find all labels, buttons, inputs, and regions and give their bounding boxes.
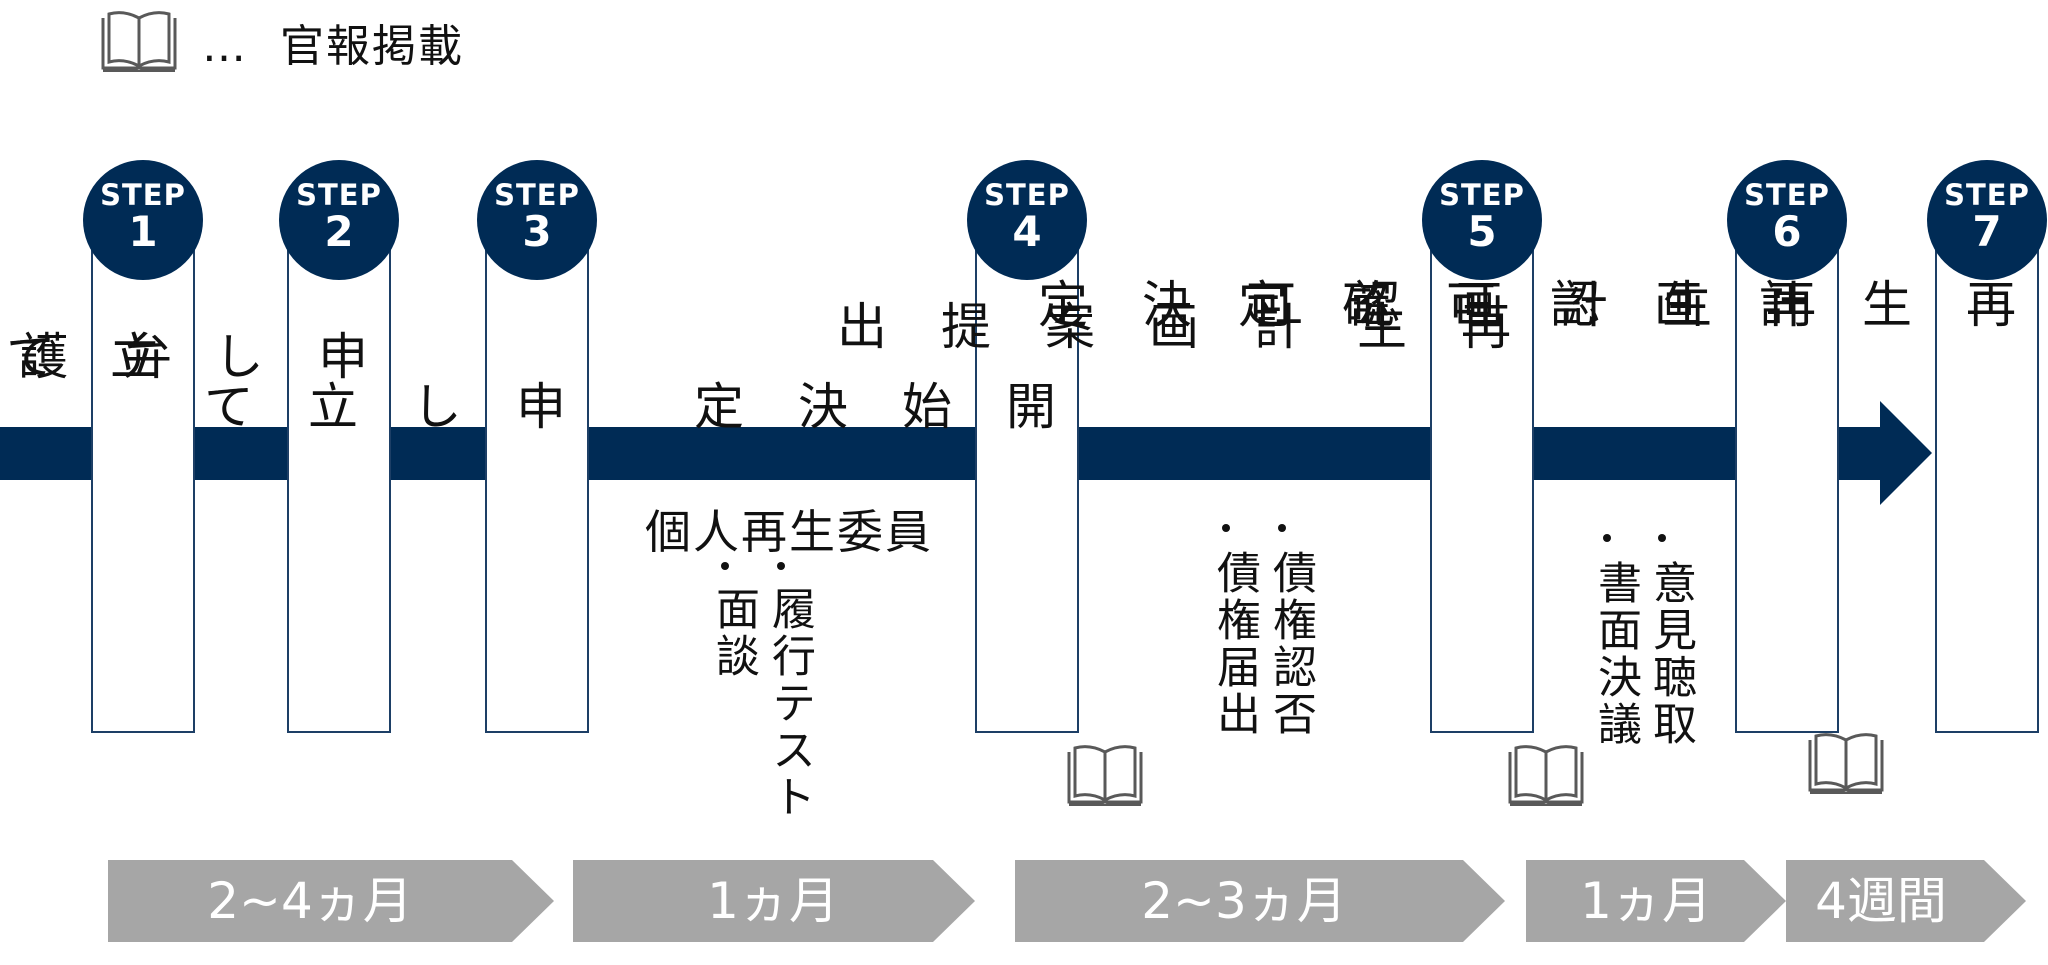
step-text: 弁護士に依頼 (10, 330, 172, 384)
period-label: 2~4ヵ月 (207, 872, 413, 930)
opinion-item: 意見聴取 (1645, 560, 1696, 748)
step-text: 再生計画案提出 (829, 300, 1511, 354)
committee-item: 履行テスト (764, 586, 815, 821)
step-number: 3 (522, 207, 552, 256)
step-circle: STEP 7 (1927, 160, 2047, 280)
bullet-dot (1658, 534, 1666, 542)
bullet-dot (1603, 534, 1611, 542)
legend: … 官報掲載 (98, 10, 464, 74)
step-label: STEP (1944, 178, 2030, 212)
step-text: 再生計画認可確定 (1230, 278, 2016, 332)
period-label: 1ヵ月 (707, 872, 839, 930)
period-arrow-1: 2~4ヵ月 (108, 860, 554, 942)
step-label: STEP (494, 178, 580, 212)
book-icon (1067, 745, 1143, 806)
claims-item: 債権認否 (1265, 550, 1316, 738)
bullet-dot (721, 562, 729, 570)
step-text: 申し立て (196, 380, 566, 434)
step-number: 6 (1772, 207, 1802, 256)
book-icon (1808, 733, 1884, 794)
period-arrow-5: 4週間 (1786, 860, 2026, 942)
step-text: 申し立て準備 (0, 330, 368, 384)
bullet-dot (1222, 524, 1230, 532)
step-number: 1 (128, 207, 158, 256)
step-box (1735, 240, 1839, 733)
opinion-item: 書面決議 (1590, 560, 1641, 748)
step-circle: STEP 5 (1422, 160, 1542, 280)
step-label: STEP (984, 178, 1070, 212)
period-arrow-3: 2~3ヵ月 (1015, 860, 1505, 942)
chevron-shape (1015, 860, 1505, 942)
step-text: 開始決定 (686, 380, 1056, 434)
period-arrow-2: 1ヵ月 (573, 860, 975, 942)
step-box (1935, 240, 2039, 733)
step-circle: STEP 3 (477, 160, 597, 280)
step-box (975, 240, 1079, 733)
bullet-dot (777, 562, 785, 570)
step-circle: STEP 1 (83, 160, 203, 280)
committee-item: 面談 (708, 586, 759, 680)
period-label: 1ヵ月 (1580, 872, 1712, 930)
step-label: STEP (1439, 178, 1525, 212)
step-text: 再生計画認可決定 (1030, 278, 1816, 332)
bullet-dot (1278, 524, 1286, 532)
book-icon (1508, 745, 1584, 806)
step-label: STEP (1744, 178, 1830, 212)
chevron-shape (1526, 860, 1786, 942)
step-number: 5 (1467, 207, 1497, 256)
step-box (287, 240, 391, 733)
step-number: 7 (1972, 207, 2002, 256)
committee-title: 個人再生委員 (645, 505, 933, 559)
period-label: 2~3ヵ月 (1141, 872, 1347, 930)
step-circle: STEP 4 (967, 160, 1087, 280)
step-box (1430, 240, 1534, 733)
timeline-arrow-band (0, 427, 1880, 480)
step-label: STEP (100, 178, 186, 212)
period-arrow-4: 1ヵ月 (1526, 860, 1786, 942)
step-box (91, 240, 195, 733)
step-circle: STEP 6 (1727, 160, 1847, 280)
legend-text: … 官報掲載 (202, 21, 464, 72)
step-circle: STEP 2 (279, 160, 399, 280)
step-label: STEP (296, 178, 382, 212)
book-icon (101, 11, 177, 72)
chevron-shape (1786, 860, 2026, 942)
chevron-shape (573, 860, 975, 942)
step-box (485, 240, 589, 733)
period-label: 4週間 (1815, 872, 1947, 930)
step-number: 4 (1012, 207, 1042, 256)
step-number: 2 (324, 207, 354, 256)
timeline-arrow-head (1880, 401, 1932, 505)
claims-item: 債権届出 (1209, 550, 1260, 738)
chevron-shape (108, 860, 554, 942)
